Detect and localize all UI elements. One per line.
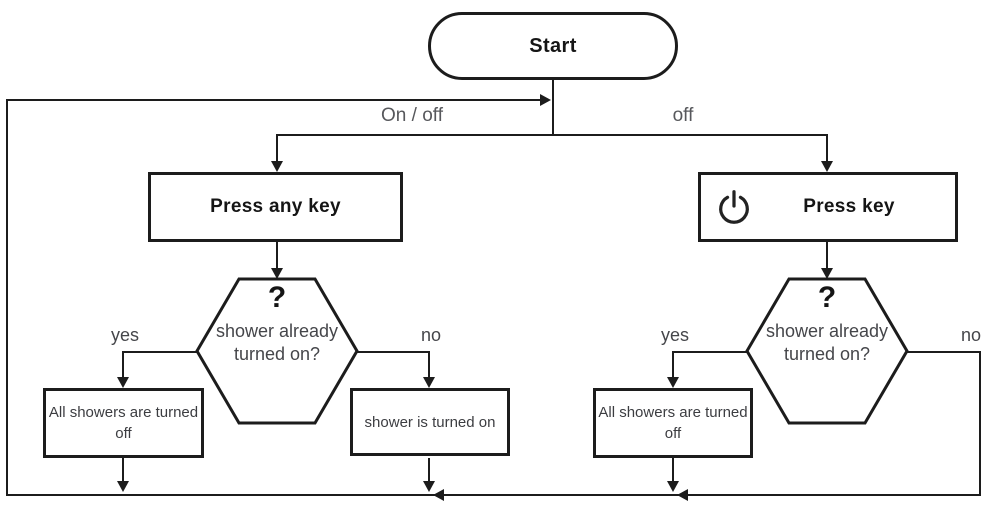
edge-label-on-off: On / off	[381, 105, 443, 126]
arrowhead-left-action	[271, 161, 283, 172]
arrowhead-left-yes-result	[117, 377, 129, 388]
edge-left-branch-drop	[276, 134, 278, 163]
edge-right-action-to-decision	[826, 242, 828, 270]
edge-label-left-no: no	[420, 325, 442, 345]
edge-right-yes-h	[672, 351, 748, 353]
press-key-node: Press key	[698, 172, 958, 242]
edge-start-stem	[552, 79, 554, 135]
edge-right-no-v	[979, 351, 981, 496]
edge-label-right-yes: yes	[660, 325, 689, 345]
left-no-result-label: shower is turned on	[364, 413, 496, 431]
left-yes-result-line1: All showers are turned	[48, 404, 199, 421]
edge-right-yes-v	[672, 351, 674, 378]
right-decision-hexagon	[745, 277, 909, 425]
edge-stub-right-yes	[672, 458, 674, 482]
right-yes-result-line1: All showers are turned	[598, 404, 748, 421]
left-yes-result-text: All showers are turned off	[49, 402, 198, 444]
edge-label-off: off	[672, 105, 694, 126]
edge-left-action-to-decision	[276, 242, 278, 270]
arrowhead-feedback-into-stem	[540, 94, 551, 106]
edge-label-left-yes: yes	[110, 325, 139, 345]
press-any-key-label: Press any key	[210, 196, 341, 217]
press-any-key-node: Press any key	[148, 172, 403, 242]
arrowhead-bottom-merge-1	[433, 489, 444, 501]
edge-feedback-top	[6, 99, 542, 101]
arrowhead-stub-right-yes	[667, 481, 679, 492]
arrowhead-right-decision	[821, 268, 833, 279]
left-decision-hexagon	[195, 277, 359, 425]
edge-bottom-return	[6, 494, 981, 496]
left-yes-result-node: All showers are turned off	[43, 388, 204, 458]
left-yes-result-line2: off	[115, 425, 132, 442]
power-icon	[715, 188, 753, 226]
edge-label-right-no: no	[960, 325, 982, 345]
edge-branch-bar	[276, 134, 828, 136]
press-key-label: Press key	[803, 196, 895, 217]
start-node: Start	[428, 12, 678, 80]
arrowhead-stub-left-no	[423, 481, 435, 492]
edge-right-branch-drop	[826, 134, 828, 163]
right-yes-result-node: All showers are turned off	[593, 388, 753, 458]
edge-left-no-v	[428, 351, 430, 378]
arrowhead-bottom-merge-2	[677, 489, 688, 501]
edge-stub-left-no	[428, 458, 430, 482]
right-yes-result-line2: off	[664, 425, 682, 442]
edge-left-yes-v	[122, 351, 124, 378]
edge-left-no-h	[354, 351, 430, 353]
start-node-label: Start	[529, 34, 577, 57]
right-yes-result-text: All showers are turned off	[598, 402, 747, 444]
arrowhead-stub-left-yes	[117, 481, 129, 492]
arrowhead-left-decision	[271, 268, 283, 279]
arrowhead-right-action	[821, 161, 833, 172]
edge-feedback-left	[6, 99, 8, 496]
left-no-result-node: shower is turned on	[350, 388, 510, 456]
edge-left-yes-h	[122, 351, 198, 353]
edge-stub-left-yes	[122, 458, 124, 482]
arrowhead-left-no-result	[423, 377, 435, 388]
edge-right-no-h	[907, 351, 981, 353]
arrowhead-right-yes-result	[667, 377, 679, 388]
